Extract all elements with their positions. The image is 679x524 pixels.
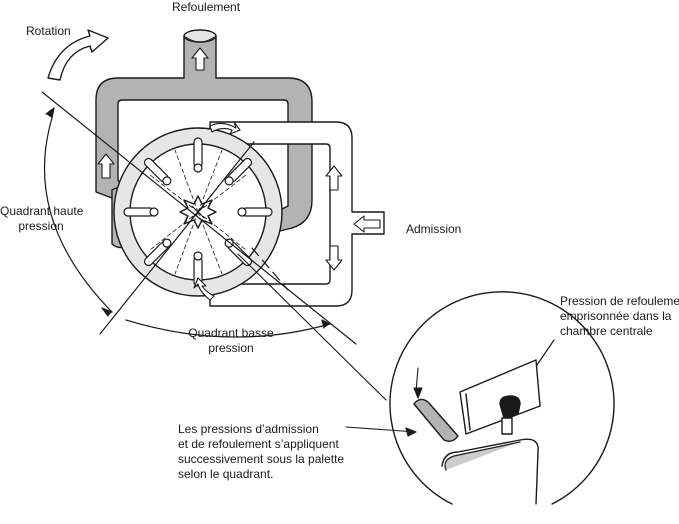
label-rotation: Rotation bbox=[26, 24, 71, 38]
label-pression-centrale-line3: chambre centrale bbox=[560, 324, 653, 338]
vanes bbox=[123, 137, 273, 287]
label-pression-centrale-line1: Pression de refoulement bbox=[560, 294, 679, 308]
label-pressions-palette: Les pressions d’admission et de refoulem… bbox=[178, 422, 344, 482]
label-quadrant-haute-line2: pression bbox=[18, 219, 64, 233]
label-quadrant-haute: Quadrant haute pression bbox=[0, 204, 84, 234]
flow-arrows bbox=[97, 47, 381, 301]
label-pressions-palette-line2: et de refoulement s’appliquent bbox=[178, 437, 339, 451]
label-pressions-palette-line1: Les pressions d’admission bbox=[178, 422, 319, 436]
rotation-arrow bbox=[47, 29, 109, 81]
label-quadrant-basse-line2: pression bbox=[208, 341, 254, 355]
label-pression-centrale: Pression de refoulement emprisonnée dans… bbox=[560, 294, 679, 339]
label-pressions-palette-line4: selon le quadrant. bbox=[178, 467, 274, 481]
detail-magnifier bbox=[389, 291, 615, 505]
label-quadrant-basse-line1: Quadrant basse bbox=[188, 326, 274, 340]
quadrant-arcs bbox=[43, 107, 331, 338]
label-pressions-palette-line3: successivement sous la palette bbox=[178, 452, 345, 466]
label-refoulement: Refoulement bbox=[172, 0, 241, 14]
label-admission: Admission bbox=[406, 222, 462, 236]
dashed-rays bbox=[149, 149, 247, 275]
quadrant-lines bbox=[41, 91, 357, 345]
label-quadrant-basse: Quadrant basse pression bbox=[186, 326, 276, 356]
label-quadrant-haute-line1: Quadrant haute bbox=[0, 204, 84, 218]
label-pression-centrale-line2: emprisonnée dans la bbox=[560, 309, 672, 323]
